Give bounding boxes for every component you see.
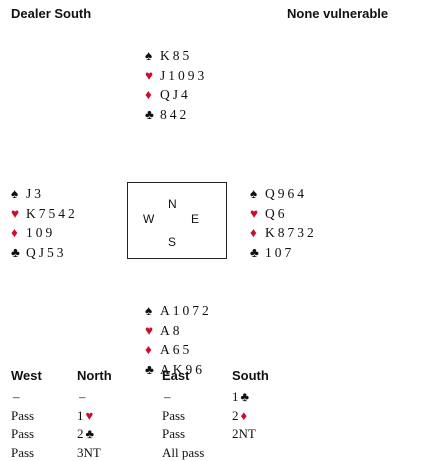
compass-box: N S W E [127, 182, 227, 259]
south-clubs-row: ♣ AK96 [145, 360, 212, 380]
south-spades-row: ♠ A1072 [145, 301, 212, 321]
west-clubs-cards: QJ53 [26, 244, 67, 260]
auction-table: West North East South – – – 1♣ Pass 1♥ Pass 2♦ Pass 2… [11, 368, 269, 460]
west-diamonds-row: ♦ 109 [11, 223, 78, 243]
west-diamonds-cards: 109 [26, 225, 56, 240]
north-diamonds-row: ♦ QJ4 [145, 85, 207, 105]
north-spades-cards: K85 [160, 48, 193, 63]
east-diamonds-row: ♦ K8732 [250, 223, 317, 243]
clubs-suit-icon: ♣ [145, 106, 154, 122]
hearts-suit-icon: ♥ [145, 67, 154, 83]
auction-call: 1♥ [77, 407, 94, 423]
auction-call: 2♦ [232, 407, 248, 423]
auction-call: – [13, 389, 20, 404]
south-diamonds-cards: A65 [160, 342, 193, 357]
auction-call: Pass [162, 426, 186, 441]
south-hearts-row: ♥ A8 [145, 321, 212, 341]
auction-call: Pass [11, 444, 35, 460]
auction-call: All pass [162, 444, 205, 460]
clubs-suit-icon: ♣ [250, 244, 259, 260]
spades-suit-icon: ♠ [145, 48, 153, 63]
east-diamonds-cards: K8732 [265, 225, 317, 240]
dealer-label: Dealer South [11, 6, 92, 21]
hearts-suit-icon: ♥ [250, 205, 259, 221]
east-spades-row: ♠ Q964 [250, 184, 317, 204]
north-spades-row: ♠ K85 [145, 46, 207, 66]
north-hearts-row: ♥ J1093 [145, 66, 207, 86]
north-diamonds-cards: QJ4 [160, 87, 191, 102]
auction-call: Pass [11, 426, 35, 441]
compass-south: S [168, 235, 177, 249]
south-clubs-cards: AK96 [160, 361, 205, 377]
west-hearts-cards: K7542 [26, 205, 78, 221]
north-clubs-row: ♣ 842 [145, 105, 207, 125]
east-hearts-cards: Q6 [265, 205, 288, 221]
west-clubs-row: ♣ QJ53 [11, 243, 78, 263]
west-spades-cards: J3 [26, 186, 45, 201]
west-spades-row: ♠ J3 [11, 184, 78, 204]
east-hearts-row: ♥ Q6 [250, 204, 317, 224]
north-hand: ♠ K85 ♥ J1093 ♦ QJ4 ♣ 842 [145, 46, 207, 124]
north-clubs-cards: 842 [160, 106, 190, 122]
vulnerability-label: None vulnerable [287, 6, 389, 21]
south-hearts-cards: A8 [160, 322, 183, 338]
east-spades-cards: Q964 [265, 186, 307, 201]
east-hand: ♠ Q964 ♥ Q6 ♦ K8732 ♣ 107 [250, 184, 317, 262]
auction-header-north: North [77, 368, 112, 383]
south-spades-cards: A1072 [160, 303, 212, 318]
auction-call: 2NT [232, 426, 256, 441]
compass-west: W [143, 212, 155, 226]
auction-call: Pass [11, 407, 35, 423]
hearts-suit-icon: ♥ [11, 205, 20, 221]
east-clubs-cards: 107 [265, 244, 295, 260]
diamonds-suit-icon: ♦ [11, 225, 18, 240]
east-clubs-row: ♣ 107 [250, 243, 317, 263]
clubs-suit-icon: ♣ [145, 361, 154, 377]
spades-suit-icon: ♠ [250, 186, 258, 201]
clubs-suit-icon: ♣ [11, 244, 20, 260]
west-hearts-row: ♥ K7542 [11, 204, 78, 224]
hearts-suit-icon: ♥ [145, 322, 154, 338]
west-hand: ♠ J3 ♥ K7542 ♦ 109 ♣ QJ53 [11, 184, 78, 262]
compass-north: N [168, 197, 177, 211]
diamonds-suit-icon: ♦ [250, 225, 257, 240]
auction-call: – [164, 389, 171, 404]
auction-header-south: South [232, 368, 269, 383]
spades-suit-icon: ♠ [145, 303, 153, 318]
spades-suit-icon: ♠ [11, 186, 19, 201]
auction-call: 2♣ [77, 426, 95, 441]
auction-header-west: West [11, 368, 42, 383]
auction-header-east: East [162, 368, 190, 383]
south-diamonds-row: ♦ A65 [145, 340, 212, 360]
diamonds-suit-icon: ♦ [145, 87, 152, 102]
auction-call: – [79, 389, 86, 404]
auction-call: Pass [162, 407, 186, 423]
north-hearts-cards: J1093 [160, 67, 208, 83]
compass-east: E [191, 212, 200, 226]
diamonds-suit-icon: ♦ [145, 342, 152, 357]
auction-call: 1♣ [232, 389, 250, 404]
south-hand: ♠ A1072 ♥ A8 ♦ A65 ♣ AK96 [145, 301, 212, 379]
auction-call: 3NT [77, 444, 101, 460]
